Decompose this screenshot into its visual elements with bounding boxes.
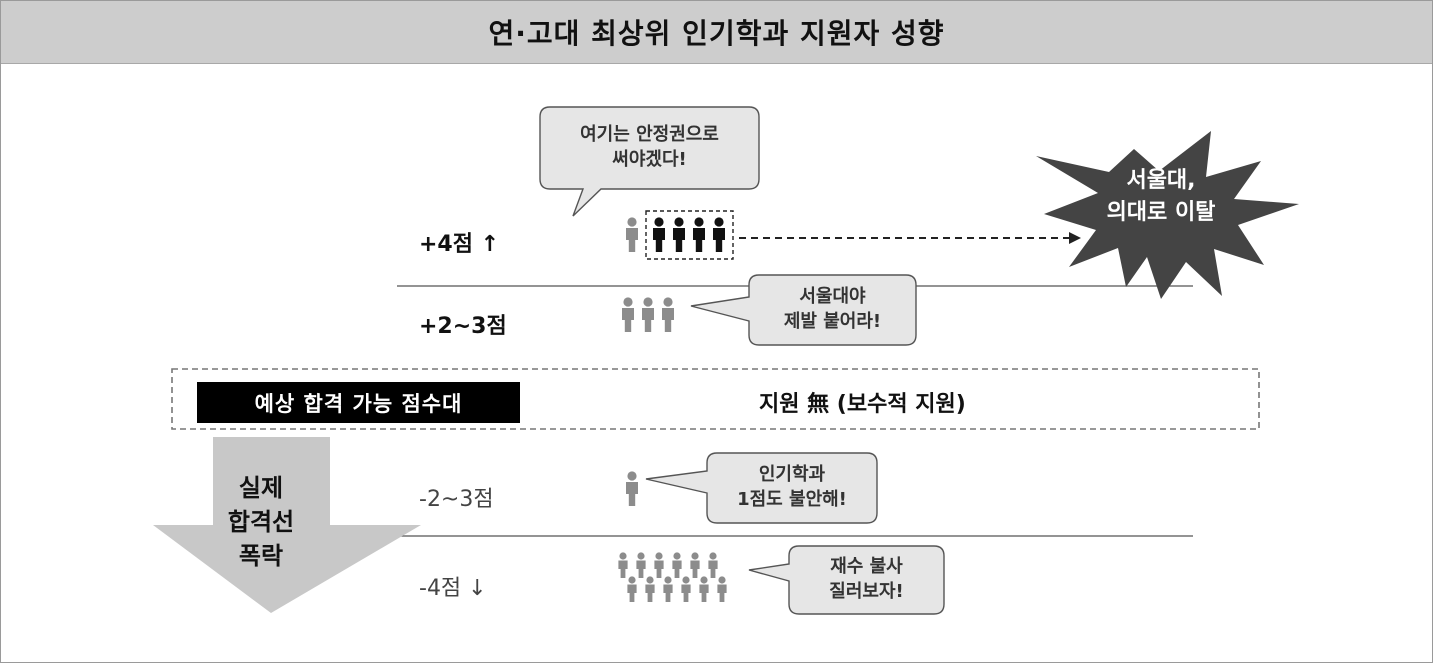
down-arrow-label: 실제 합격선 폭락 xyxy=(227,474,295,570)
person-icon xyxy=(662,297,674,332)
down-arrow-shape xyxy=(153,437,421,613)
person-icon xyxy=(626,217,638,252)
bubble-text-1: 여기는 안정권으로 써야겠다! xyxy=(580,124,719,170)
page-title: 연·고대 최상위 인기학과 지원자 성향 xyxy=(488,17,945,50)
score-label-minus4: -4점 ↓ xyxy=(419,576,487,601)
title-bar: 연·고대 최상위 인기학과 지원자 성향 xyxy=(1,1,1432,64)
score-label-plus4: +4점 ↑ xyxy=(419,232,500,257)
person-icon xyxy=(622,297,634,332)
bubble-text-3: 인기학과 1점도 불안해! xyxy=(737,464,847,510)
score-label-plus2-3: +2~3점 xyxy=(419,314,507,339)
speech-bubble-1 xyxy=(539,106,760,217)
score-label-minus2-3: -2~3점 xyxy=(419,487,494,512)
expected-score-box: 예상 합격 가능 점수대 xyxy=(197,382,520,423)
bubble-text-2: 서울대야 제발 붙어라! xyxy=(783,286,882,332)
person-icon xyxy=(693,217,705,252)
bubble-text-4: 재수 불사 질러보자! xyxy=(829,556,904,602)
crowd-icon xyxy=(618,552,727,602)
no-application-label: 지원 無 (보수적 지원) xyxy=(759,392,966,417)
person-icon xyxy=(713,217,725,252)
person-icon xyxy=(626,471,638,506)
person-icon xyxy=(642,297,654,332)
expected-band-frame xyxy=(171,368,1260,430)
speech-bubble-2 xyxy=(690,274,917,346)
exit-arrow-head xyxy=(1069,232,1081,244)
speech-bubble-4 xyxy=(748,545,945,615)
person-icon xyxy=(673,217,685,252)
person-icon xyxy=(653,217,665,252)
burst-label: 서울대, 의대로 이탈 xyxy=(1106,168,1216,225)
highlight-box xyxy=(645,210,734,260)
speech-bubble-3 xyxy=(645,452,878,524)
expected-score-label: 예상 합격 가능 점수대 xyxy=(254,391,463,416)
burst-shape xyxy=(1036,131,1299,299)
